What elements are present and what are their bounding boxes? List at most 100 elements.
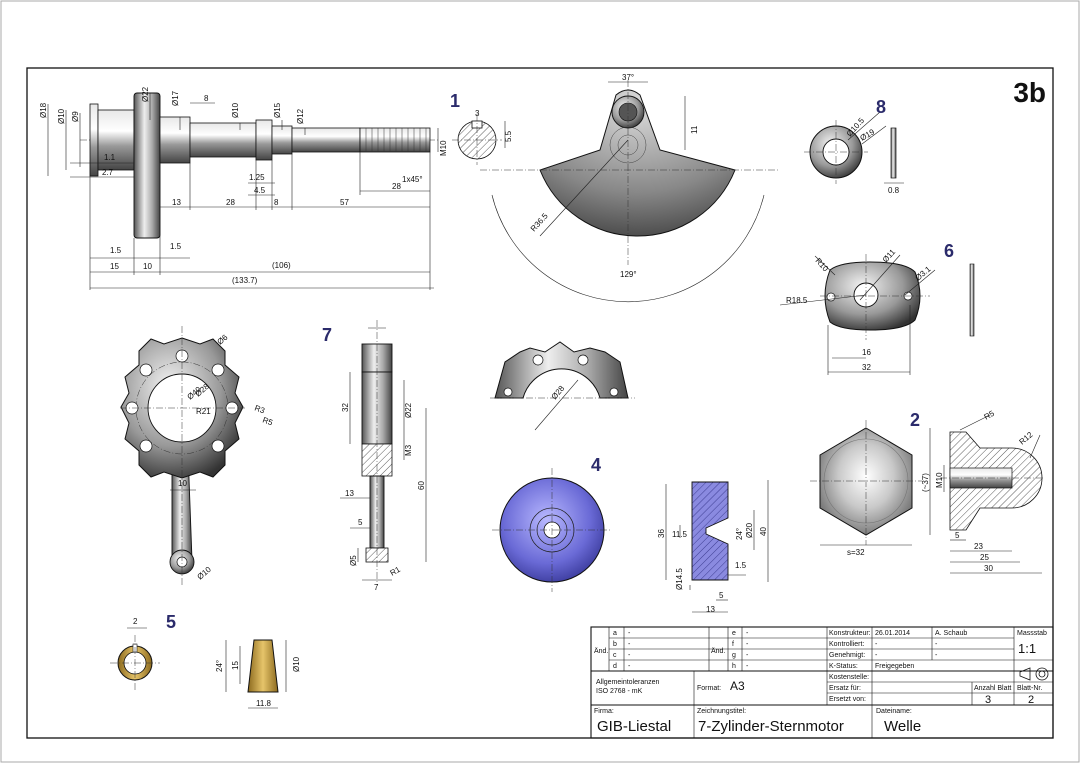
- rev-dash-b: -: [628, 641, 631, 648]
- part2-hex-cap: R5 R12 (~37) M10 s=32 5 23 25 30 2: [810, 409, 1044, 574]
- konstrukteur-label: Konstrukteur:: [829, 630, 871, 637]
- bushing-dim-11-8: 11.8: [256, 699, 272, 708]
- shaft-dim-d9: Ø9: [71, 111, 80, 122]
- plate-radius-r18-5: R18.5: [786, 296, 808, 305]
- sector-angle-top: 37°: [622, 73, 634, 82]
- format-value: A3: [730, 679, 745, 693]
- rev-letter-b: b: [613, 641, 617, 648]
- firma-label: Firma:: [594, 708, 614, 715]
- shaft-dim-8a: 8: [204, 94, 209, 103]
- genehmigt-dash-2: -: [935, 652, 938, 659]
- dateiname-value: Welle: [884, 718, 921, 735]
- rev-letter-g: g: [732, 652, 736, 659]
- part7-washer: Ø10.5 Ø19 0.8 8: [804, 97, 904, 195]
- part1-cross-section: 3 5.5: [452, 109, 513, 165]
- shaft-dim-d18: Ø18: [39, 102, 48, 118]
- plate-dim-16: 16: [862, 348, 871, 357]
- blatt-nr-label: Blatt-Nr.: [1017, 685, 1042, 692]
- part-half-ring: Ø28: [490, 341, 635, 431]
- ersetzt-von-label: Ersetzt von:: [829, 696, 866, 703]
- part-number-8: 7: [322, 325, 332, 345]
- disc-dim-d14-5: Ø14.5: [675, 568, 684, 590]
- cap-dim-hex: (~37): [921, 473, 930, 492]
- shaft-dim-d17: Ø17: [171, 90, 180, 106]
- disc-dim-13: 13: [706, 605, 715, 614]
- washer-thickness: 0.8: [888, 186, 900, 195]
- rev-dash-d: -: [628, 663, 631, 670]
- star-dim-r5: R5: [261, 415, 274, 427]
- rev-dash-e: -: [746, 630, 749, 637]
- kontrolliert-dash-2: -: [935, 641, 938, 648]
- disc-dim-11-5: 11.5: [672, 530, 688, 539]
- shaft-dim-133-7: (133.7): [232, 276, 258, 285]
- disc-dim-angle: 24°: [735, 528, 744, 540]
- kstatus-label: K-Status:: [829, 663, 858, 670]
- star-dim-r3: R3: [253, 403, 266, 415]
- massstab-label: Massstab: [1017, 630, 1047, 637]
- rod-dim-32: 32: [341, 403, 350, 412]
- shaft-dim-1-5b: 1.5: [170, 242, 182, 251]
- shaft-dim-106: (106): [272, 261, 291, 270]
- rod-dim-7: 7: [374, 583, 379, 592]
- rev-dash-h: -: [746, 663, 749, 670]
- disc-dim-d20: Ø20: [745, 522, 754, 538]
- part-number-2: 2: [910, 410, 920, 430]
- rod-dim-m3: M3: [404, 444, 413, 456]
- rev-letter-d: d: [613, 663, 617, 670]
- cap-dim-sw: s=32: [847, 548, 865, 557]
- bushing-dim-angle: 24°: [215, 660, 224, 672]
- rod-dim-13: 13: [345, 489, 354, 498]
- tolerances-line-1: Allgemeintoleranzen: [596, 679, 660, 686]
- shaft-dim-13: 13: [172, 198, 181, 207]
- part8-connecting-rod: 32 Ø22 M3 60 13 5 Ø5 7 R1 7: [322, 320, 427, 592]
- section-dim-5-5: 5.5: [504, 130, 513, 142]
- format-label: Format:: [697, 685, 721, 692]
- rev-letter-e: e: [732, 630, 736, 637]
- rev-letter-a: a: [613, 630, 617, 637]
- part-number-1: 1: [450, 91, 460, 111]
- kontrolliert-label: Kontrolliert:: [829, 641, 864, 648]
- part-number-6: 6: [944, 241, 954, 261]
- disc-dim-1-5: 1.5: [735, 561, 747, 570]
- title-block: Änd. a b c d - - - - Änd. e f g h - - - …: [590, 626, 1054, 739]
- shaft-dim-28a: 28: [226, 198, 235, 207]
- shaft-dim-10: 10: [143, 262, 152, 271]
- dateiname-label: Dateiname:: [876, 708, 912, 715]
- kontrolliert-dash-1: -: [875, 641, 878, 648]
- part1-shaft: Ø18 Ø10 Ø9 Ø22 Ø17 Ø10 Ø15 Ø12 M10 1x45°…: [39, 86, 460, 290]
- plate-dim-32: 32: [862, 363, 871, 372]
- rod-dim-5: 5: [358, 518, 363, 527]
- shaft-dim-28b: 28: [392, 182, 401, 191]
- zeichnungstitel-label: Zeichnungstitel:: [697, 708, 746, 715]
- section-dim-3: 3: [475, 109, 480, 118]
- shaft-dim-d10b: Ø10: [231, 102, 240, 118]
- part6-plate: R10 Ø11 Ø3.1 R18.5 16 32 6: [779, 241, 975, 375]
- cap-dim-30: 30: [984, 564, 993, 573]
- anzahl-blatt-label: Anzahl Blatt: [974, 685, 1011, 692]
- zeichnungstitel-value: 7-Zylinder-Sternmotor: [698, 718, 844, 735]
- genehmigt-label: Genehmigt:: [829, 652, 865, 659]
- firma-value: GIB-Liestal: [597, 718, 671, 735]
- shaft-dim-d22: Ø22: [141, 86, 150, 102]
- shaft-dim-4-5: 4.5: [254, 186, 266, 195]
- rev-letter-c: c: [613, 652, 617, 659]
- part4-disc: 36 11.5 24° Ø20 40 Ø14.5 1.5 5 13 4: [492, 455, 769, 614]
- projection-symbol-icon: [1019, 667, 1049, 681]
- disc-dim-5: 5: [719, 591, 724, 600]
- shaft-dim-d15: Ø15: [273, 102, 282, 118]
- part-number-5: 5: [166, 612, 176, 632]
- kstatus-value: Freigegeben: [875, 663, 914, 670]
- bushing-dim-2: 2: [133, 617, 138, 626]
- star-dim-arm: 10: [178, 479, 187, 488]
- part-number-7: 8: [876, 97, 886, 117]
- rev-dash-f: -: [746, 641, 749, 648]
- shaft-dim-8b: 8: [274, 198, 279, 207]
- rev-aend-left: Änd.: [594, 647, 608, 655]
- tolerances-line-2: ISO 2768 - mK: [596, 688, 643, 695]
- cap-dim-25: 25: [980, 553, 989, 562]
- shaft-dim-1-5a: 1.5: [110, 246, 122, 255]
- disc-dim-36: 36: [657, 529, 666, 538]
- bushing-dim-d10: Ø10: [292, 656, 301, 672]
- kostenstelle-label: Kostenstelle:: [829, 674, 869, 681]
- ersatz-fuer-label: Ersatz für:: [829, 685, 861, 692]
